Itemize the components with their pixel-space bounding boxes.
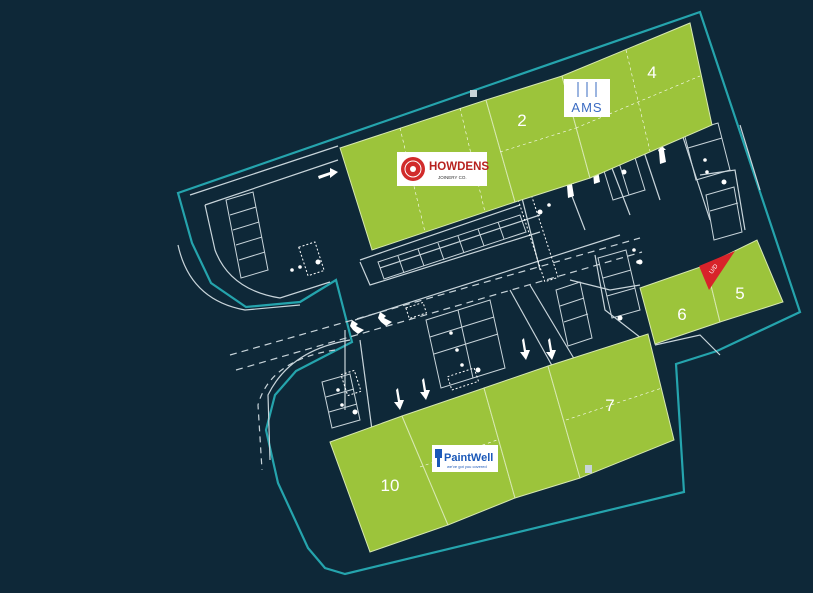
unit-7-label: 7	[605, 396, 614, 415]
ams-logo: AMS	[564, 79, 610, 117]
unit-5[interactable]: 5	[705, 239, 784, 323]
accessible-parking-icon	[315, 169, 727, 415]
howdens-logo: HOWDENS JOINERY CO.	[397, 152, 489, 186]
paintwell-tagline: we've got you covered	[447, 464, 487, 469]
unit-10-label: 10	[381, 476, 400, 495]
unit-2-label: 2	[517, 111, 526, 130]
service-box	[470, 90, 477, 97]
parking-bay-icon	[225, 122, 743, 429]
paintwell-name: PaintWell	[444, 452, 493, 464]
service-box	[585, 465, 592, 473]
howdens-name: HOWDENS	[429, 161, 489, 173]
unit-4-label: 4	[647, 63, 656, 82]
bollard-dots	[290, 158, 709, 407]
site-boundary	[176, 10, 802, 576]
unit-6-label: 6	[677, 305, 686, 324]
ams-name: AMS	[571, 100, 602, 115]
howdens-emblem-icon	[401, 157, 425, 181]
unit-4[interactable]: 4	[561, 22, 713, 179]
paintwell-logo: PaintWell we've got you covered	[432, 445, 498, 472]
unit-7[interactable]: 7	[547, 333, 675, 479]
howdens-sub: JOINERY CO.	[438, 175, 467, 180]
under-development-marker-icon: U/D	[699, 251, 735, 290]
ud-marker-label: U/D	[709, 263, 720, 275]
ams-logo-icon	[577, 82, 597, 97]
pedestrian-crossing-icon	[298, 181, 559, 397]
paint-brush-icon	[435, 449, 442, 467]
unit-5-label: 5	[735, 284, 744, 303]
